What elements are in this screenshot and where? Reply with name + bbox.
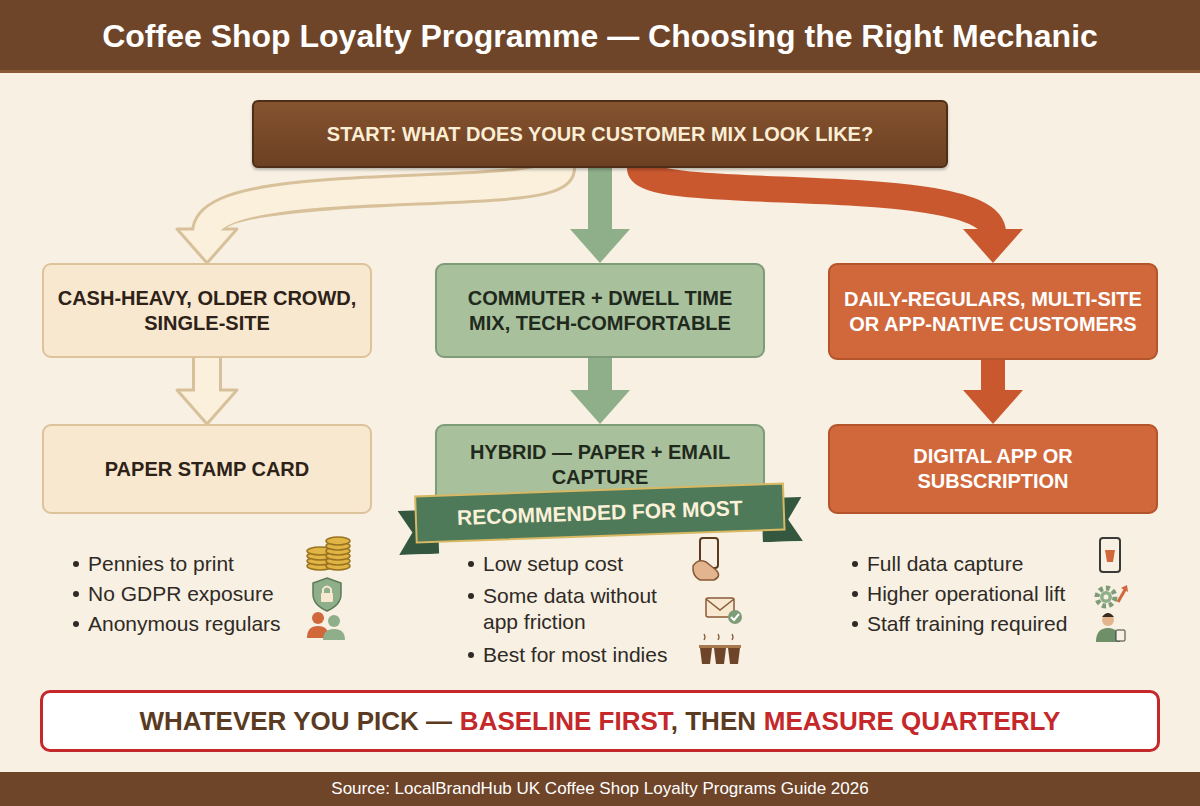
recommend-ribbon: RECOMMENDED FOR MOST: [397, 481, 803, 555]
phone-hand-icon: [693, 538, 719, 580]
node-text: BASELINE FIRST: [460, 706, 671, 736]
arrow-outline: [192, 358, 222, 394]
bullet-point: Full data capture: [867, 551, 1087, 577]
advice-banner: WHATEVER YOU PICK —BASELINE FIRST, THEN M…: [40, 690, 1160, 752]
arrow-outline: [207, 168, 560, 233]
people-icon: [307, 612, 345, 640]
segment-box: CASH-HEAVY, OLDER CROWD, SINGLE-SITE: [42, 263, 372, 358]
flow-arrow: [963, 360, 1023, 424]
arrow-shaft: [981, 360, 1005, 394]
arrow-head: [570, 229, 630, 263]
app-phone-icon: [1100, 538, 1120, 572]
node-text: WHATEVER YOU PICK —: [140, 706, 453, 736]
cups-icon: [699, 634, 741, 664]
banner-line: WHATEVER YOU PICK —BASELINE FIRST, THEN M…: [140, 706, 1061, 737]
arrow-head: [570, 390, 630, 424]
arrow-head: [963, 390, 1023, 424]
mechanic-box: PAPER STAMP CARD: [42, 424, 372, 514]
node-text: MEASURE QUARTERLY: [764, 706, 1061, 736]
arrow-shaft: [207, 168, 560, 233]
arrow-shaft: [588, 168, 612, 233]
start-box: START: WHAT DOES YOUR CUSTOMER MIX LOOK …: [252, 100, 948, 168]
bullet-point: Anonymous regulars: [88, 611, 298, 637]
arrow-head: [963, 229, 1023, 263]
flow-arrow: [570, 358, 630, 424]
bullet-point: Best for most indies: [483, 642, 693, 668]
bullet-point: Pennies to print: [88, 551, 288, 577]
node-text: CASH-HEAVY, OLDER CROWD, SINGLE-SITE: [54, 286, 360, 336]
bullet-point: Staff training required: [867, 611, 1097, 637]
envelope-icon: [706, 598, 742, 624]
bullet-point: Some data without app friction: [483, 583, 688, 635]
segment-box: COMMUTER + DWELL TIME MIX, TECH-COMFORTA…: [435, 263, 765, 358]
node-text: COMMUTER + DWELL TIME MIX, TECH-COMFORTA…: [447, 286, 753, 336]
node-text: START: WHAT DOES YOUR CUSTOMER MIX LOOK …: [327, 123, 873, 146]
arrow-shaft: [195, 358, 219, 394]
bullet-point: Higher operational lift: [867, 581, 1097, 607]
flow-arrow: [177, 168, 560, 263]
segment-box: DAILY-REGULARS, MULTI-SITE OR APP-NATIVE…: [828, 263, 1158, 360]
staff-icon: [1096, 613, 1125, 642]
shield-icon: [313, 578, 341, 611]
bullet-point: Low setup cost: [483, 551, 683, 577]
node-text: DAILY-REGULARS, MULTI-SITE OR APP-NATIVE…: [840, 287, 1146, 337]
arrow-shaft: [640, 168, 993, 233]
source-caption: Source: LocalBrandHub UK Coffee Shop Loy…: [0, 772, 1200, 806]
gear-icon: [1097, 585, 1128, 606]
bullet-point: No GDPR exposure: [88, 581, 298, 607]
mechanic-box: DIGITAL APP OR SUBSCRIPTION: [828, 424, 1158, 514]
arrow-head: [177, 390, 237, 424]
node-text: , THEN: [671, 706, 756, 736]
node-text: DIGITAL APP OR SUBSCRIPTION: [840, 444, 1146, 494]
diagram-title: Coffee Shop Loyalty Programme — Choosing…: [0, 0, 1200, 70]
node-text: PAPER STAMP CARD: [105, 457, 309, 482]
arrow-shaft: [588, 358, 612, 394]
ribbon-band: [415, 484, 784, 543]
arrow-head: [177, 229, 237, 263]
flow-arrow: [640, 168, 1023, 263]
coins-icon: [307, 537, 350, 570]
node-text: HYBRID — PAPER + EMAIL CAPTURE: [447, 440, 753, 490]
flow-arrow: [570, 168, 630, 263]
flow-arrow: [177, 358, 237, 424]
